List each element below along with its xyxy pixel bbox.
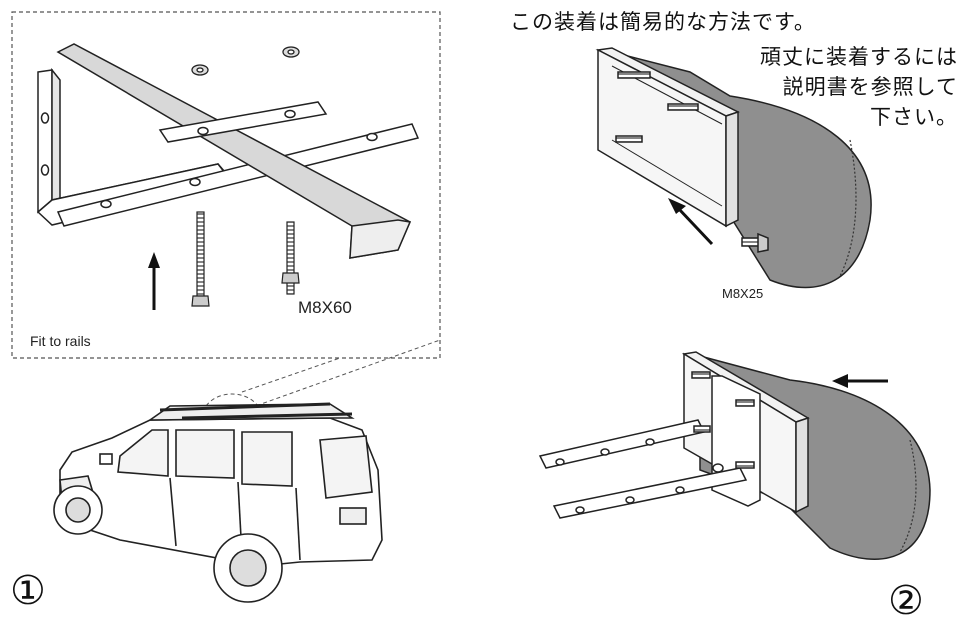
up-arrow-icon [148, 252, 160, 310]
step-two-marker: ② [888, 578, 924, 624]
roof-rail-bar [56, 43, 412, 259]
detail-frame [11, 11, 441, 359]
instruction-note: 頑丈に装着するには 説明書を参照して 下さい。 [760, 42, 958, 132]
bolt-m8x25-label: M8X25 [722, 286, 764, 301]
fit-to-rails-label: Fit to rails [30, 333, 91, 349]
note-line: 説明書を参照して [782, 75, 958, 99]
left-arrow-icon [832, 374, 888, 388]
awning-rail-bottom [538, 351, 931, 560]
bracket-strip-front [56, 123, 420, 227]
note-line: 下さい。 [870, 105, 958, 129]
car-illustration [53, 402, 383, 603]
note-line: 頑丈に装着するには [760, 45, 958, 69]
bracket-strip-top [158, 101, 328, 143]
bolt-m8x60-label: M8X60 [298, 298, 352, 317]
awning-rail-top [595, 47, 872, 289]
bolt-m8x60 [191, 211, 300, 307]
caption-simple-method: この装着は簡易的な方法です。 [510, 10, 816, 34]
step-one-marker: ① [10, 568, 46, 614]
diagonal-arrow-icon [668, 198, 714, 246]
nut [191, 46, 300, 76]
